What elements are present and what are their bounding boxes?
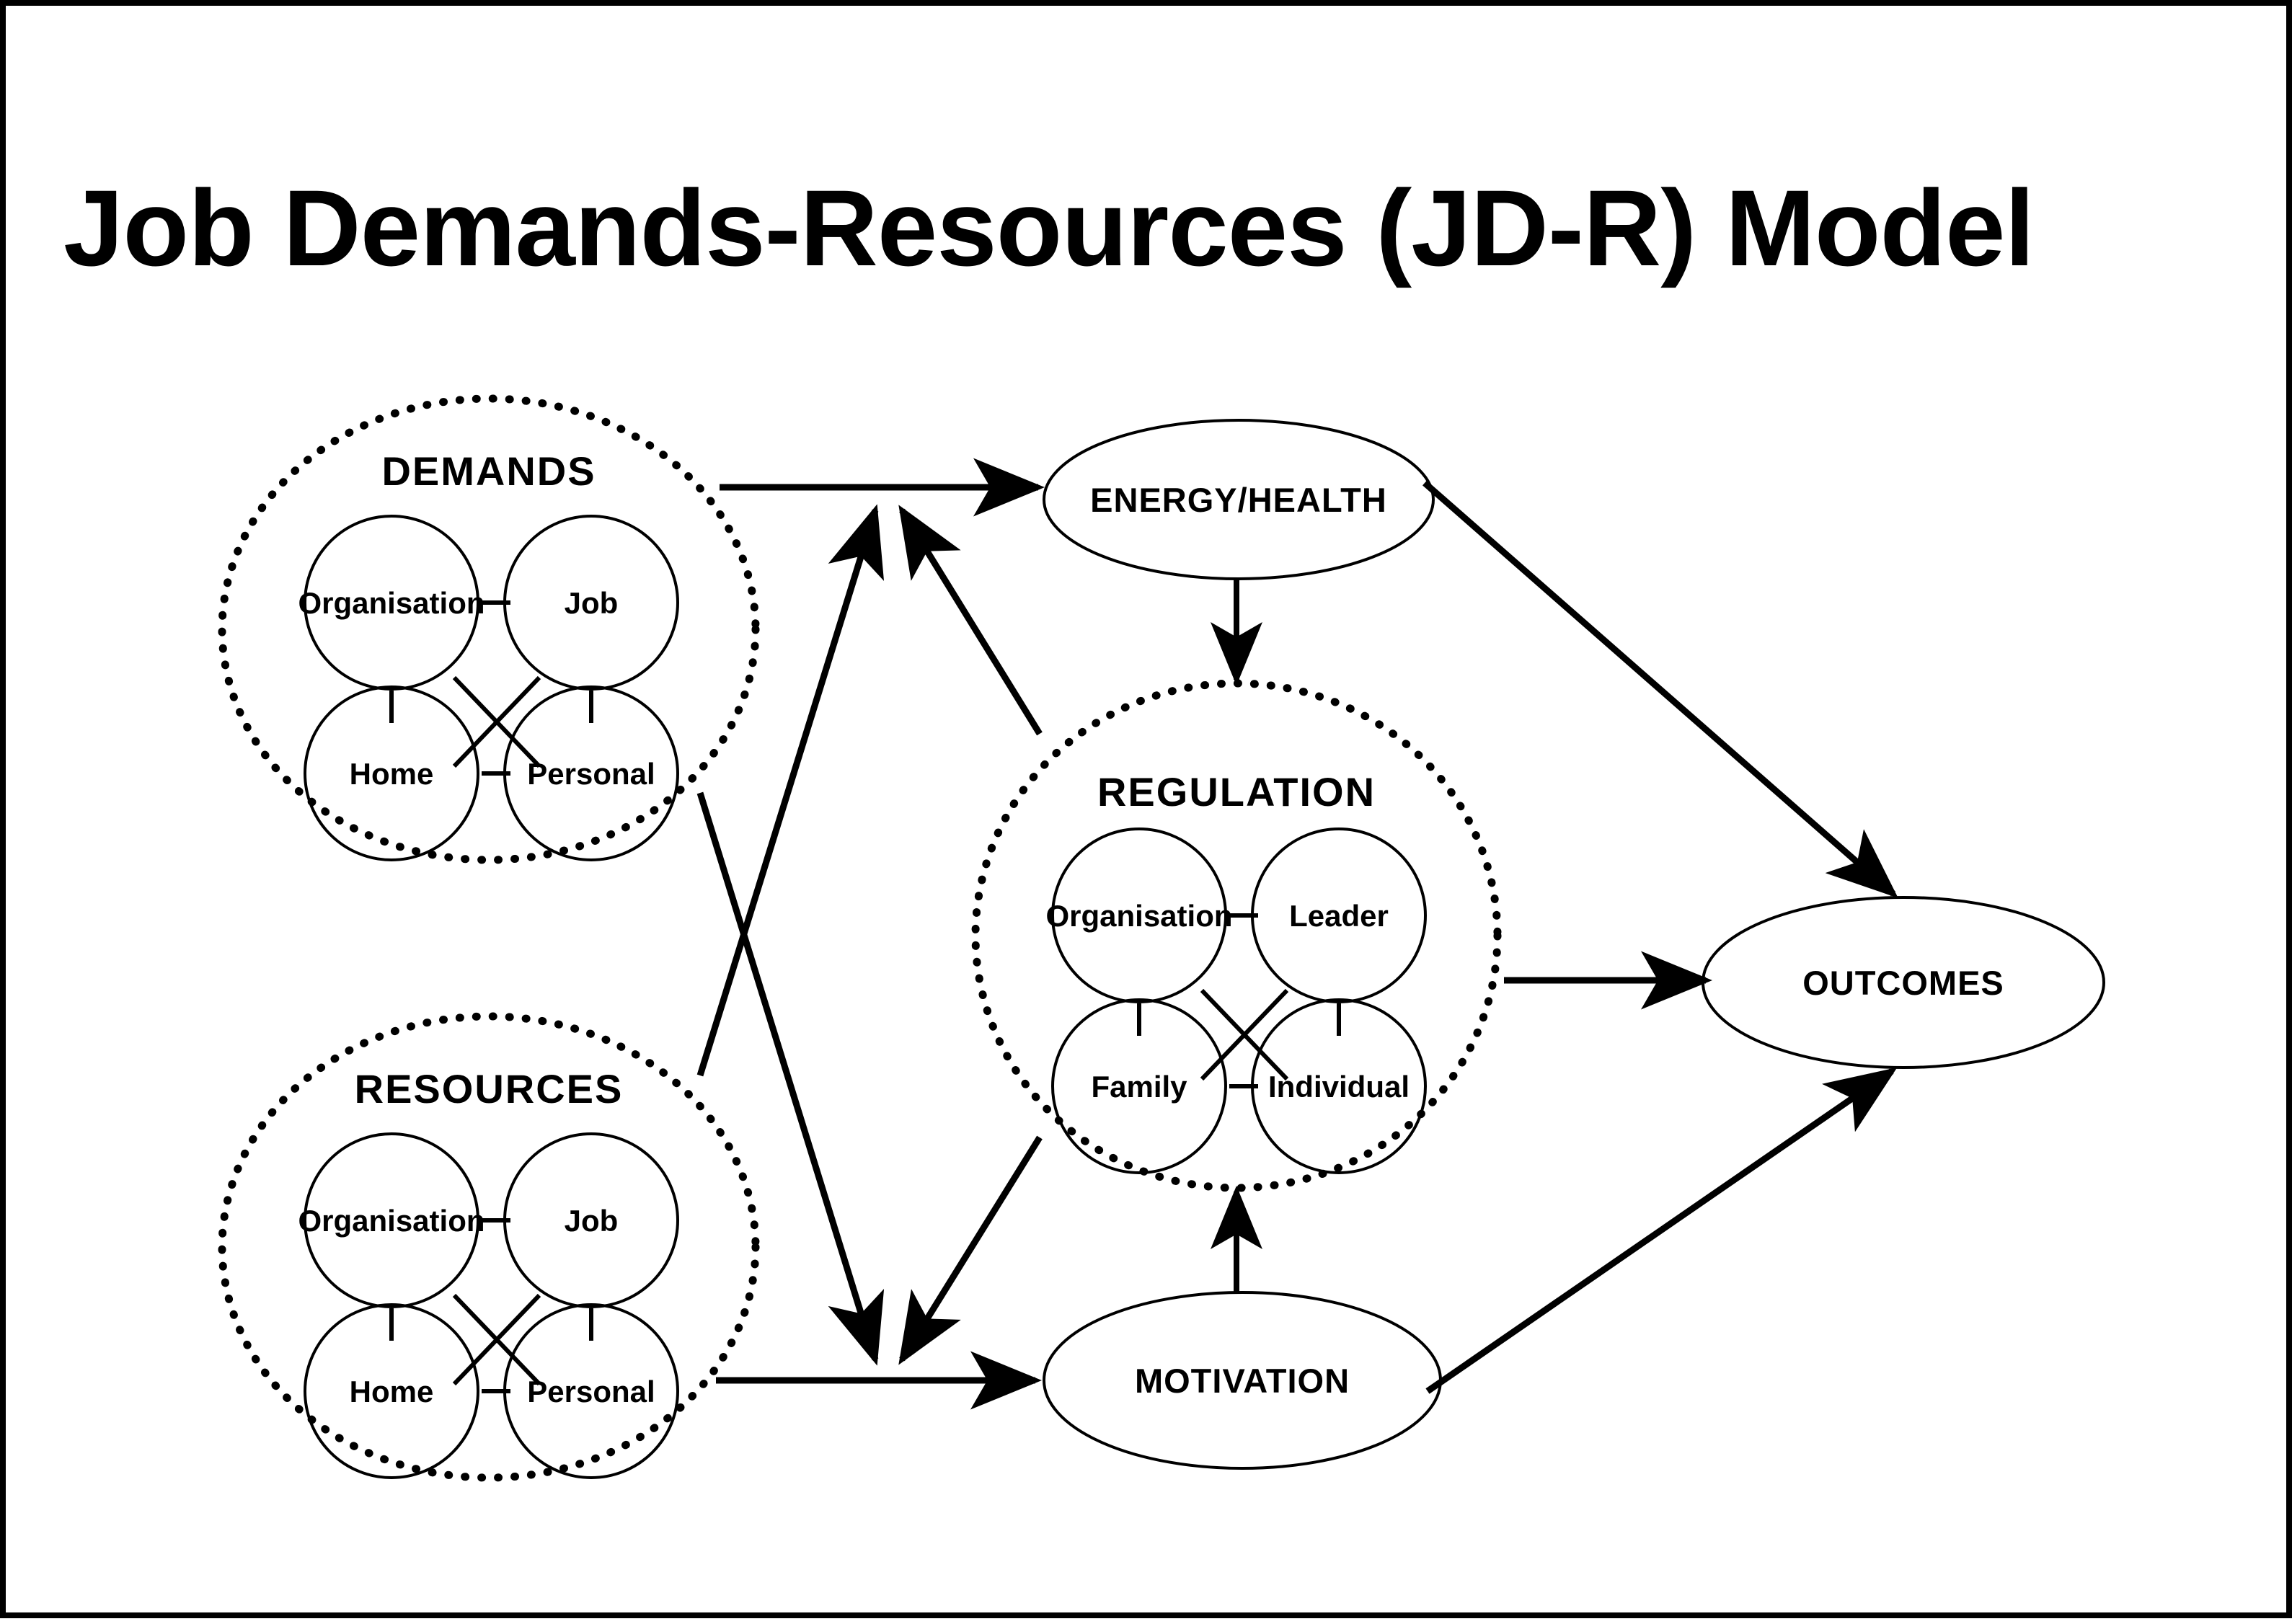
resources-node-job-label: Job — [565, 1204, 619, 1238]
regulation-node-family[interactable] — [1051, 998, 1227, 1174]
regulation-node-family-label: Family — [1091, 1070, 1187, 1104]
demands-node-organisation-label: Organisation — [298, 586, 484, 620]
demands-node-job[interactable] — [503, 515, 679, 691]
resources-link-diag-b — [452, 1293, 541, 1386]
demands-node-personal[interactable] — [503, 685, 679, 861]
regulation-node-individual[interactable] — [1251, 998, 1427, 1174]
resources-node-organisation[interactable] — [304, 1132, 479, 1308]
demands-node-home[interactable] — [304, 685, 479, 861]
cluster-demands: DEMANDS Organisation Job Home Personal — [218, 394, 760, 864]
demands-link-diag-b — [452, 675, 541, 768]
demands-boundary-dotted-circle — [218, 394, 760, 864]
edge-regulation-to-energy-health-path — [898, 505, 1043, 736]
page-title: Job Demands-Resources (JD-R) Model — [63, 167, 2034, 288]
cluster-regulation: REGULATION Organisation Leader Family In… — [971, 679, 1502, 1192]
regulation-node-individual-label: Individual — [1268, 1070, 1410, 1104]
demands-node-home-label: Home — [350, 757, 434, 791]
node-outcomes[interactable]: OUTCOMES — [1702, 896, 2105, 1069]
resources-node-home[interactable] — [304, 1303, 479, 1479]
resources-boundary-dotted-circle — [218, 1012, 760, 1482]
regulation-node-organisation-label: Organisation — [1045, 899, 1232, 933]
regulation-node-organisation[interactable] — [1051, 827, 1227, 1003]
edge-regulation-to-motivation-path — [898, 1135, 1043, 1365]
node-motivation[interactable]: MOTIVATION — [1043, 1291, 1442, 1470]
edge-demands-to-motivation-path — [696, 791, 885, 1366]
demands-node-personal-label: Personal — [527, 757, 655, 791]
jdr-model-diagram: Job Demands-Resources (JD-R) Model DEMAN… — [63, 167, 2105, 1482]
resources-node-home-label: Home — [350, 1375, 434, 1408]
energy-health-label: ENERGY/HEALTH — [1090, 481, 1387, 519]
node-energy-health[interactable]: ENERGY/HEALTH — [1043, 419, 1435, 580]
resources-node-job[interactable] — [503, 1132, 679, 1308]
resources-node-organisation-label: Organisation — [298, 1204, 484, 1238]
resources-node-personal-label: Personal — [527, 1375, 655, 1408]
outcomes-label: OUTCOMES — [1802, 964, 2004, 1002]
resources-node-personal[interactable] — [503, 1303, 679, 1479]
demands-node-organisation[interactable] — [304, 515, 479, 691]
demands-title: DEMANDS — [381, 448, 596, 494]
cluster-resources: RESOURCES Organisation Job Home Personal — [218, 1012, 760, 1482]
edge-resources-to-energy-health-path — [696, 504, 885, 1077]
motivation-label: MOTIVATION — [1135, 1362, 1350, 1400]
regulation-node-leader-label: Leader — [1289, 899, 1389, 933]
demands-node-job-label: Job — [565, 586, 619, 620]
regulation-link-diag-b — [1200, 988, 1289, 1081]
edge-energy-health-to-outcomes — [1422, 480, 1898, 898]
regulation-title: REGULATION — [1097, 769, 1376, 815]
regulation-node-leader[interactable] — [1251, 827, 1427, 1003]
edge-motivation-to-outcomes — [1425, 1067, 1898, 1394]
resources-title: RESOURCES — [355, 1066, 624, 1111]
